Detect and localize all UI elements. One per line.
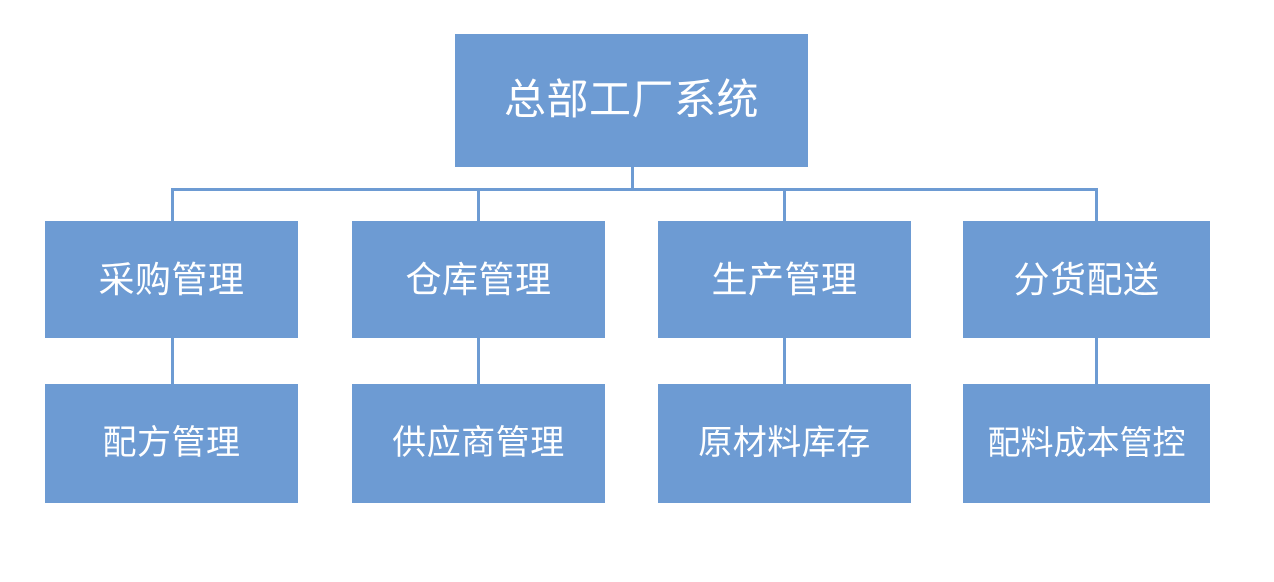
node-child-recipe-management[interactable]: 配方管理 xyxy=(45,384,298,503)
connector-branch-1-to-child xyxy=(171,338,174,384)
connector-drop-branch-3 xyxy=(783,188,786,221)
node-child-ingredient-cost-control[interactable]: 配料成本管控 xyxy=(963,384,1210,503)
connector-branch-2-to-child xyxy=(477,338,480,384)
connector-root-stem xyxy=(631,167,634,191)
connector-branch-4-to-child xyxy=(1095,338,1098,384)
connector-branch-3-to-child xyxy=(783,338,786,384)
node-child-supplier-management[interactable]: 供应商管理 xyxy=(352,384,605,503)
node-branch-procurement-management[interactable]: 采购管理 xyxy=(45,221,298,338)
node-root-headquarters-factory-system[interactable]: 总部工厂系统 xyxy=(455,34,808,167)
node-child-raw-material-inventory[interactable]: 原材料库存 xyxy=(658,384,911,503)
node-branch-production-management[interactable]: 生产管理 xyxy=(658,221,911,338)
connector-drop-branch-2 xyxy=(477,188,480,221)
node-branch-distribution-delivery[interactable]: 分货配送 xyxy=(963,221,1210,338)
connector-drop-branch-4 xyxy=(1095,188,1098,221)
connector-horizontal-bus xyxy=(171,188,1098,191)
connector-drop-branch-1 xyxy=(171,188,174,221)
node-branch-warehouse-management[interactable]: 仓库管理 xyxy=(352,221,605,338)
